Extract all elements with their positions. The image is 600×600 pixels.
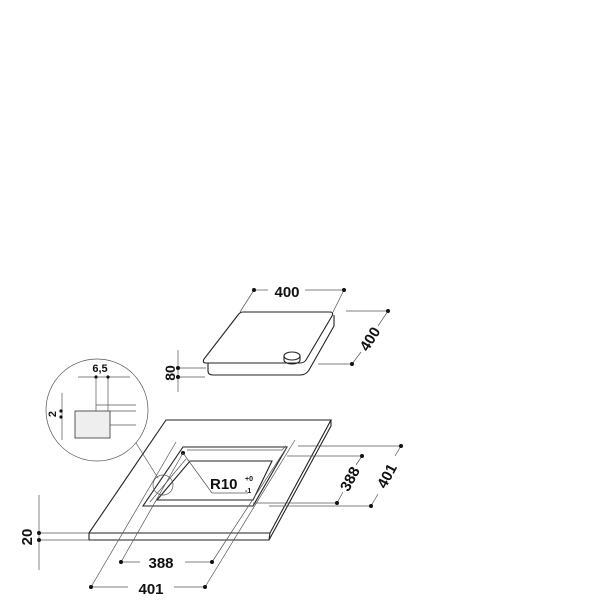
hob-top-surface xyxy=(202,311,334,364)
radius-tolerance-upper: +0 xyxy=(245,476,253,483)
hob xyxy=(202,311,335,376)
worktop-thickness-label: 20 xyxy=(19,529,36,546)
knob-icon xyxy=(283,351,301,361)
detail-offset-label: 6,5 xyxy=(92,363,107,375)
hob-body xyxy=(207,315,335,376)
radius-label: R10 xyxy=(210,476,238,493)
hob-depth-label: 400 xyxy=(357,324,385,354)
cutout-inner-width-label: 388 xyxy=(148,555,173,572)
detail-view: 6,5 2 xyxy=(45,358,159,479)
hob-width-dimension: 400 xyxy=(239,284,346,313)
hob-height-label: 80 xyxy=(162,365,178,381)
cutout-inner-width-dimension: 388 xyxy=(119,446,288,572)
detail-step-label: 2 xyxy=(47,411,59,417)
cutout-outer-depth-label: 401 xyxy=(374,461,401,491)
hob-height-dimension: 80 xyxy=(162,350,206,392)
detail-marker-circle xyxy=(152,474,174,496)
radius-tolerance-lower: -1 xyxy=(245,488,251,495)
cutout-inner xyxy=(155,460,273,501)
cutout-inner-depth-label: 388 xyxy=(337,464,364,494)
cutout-outer xyxy=(141,446,288,507)
worktop: R10 +0 -1 xyxy=(87,419,332,541)
worktop-thickness-dimension: 20 xyxy=(19,495,89,570)
hob-depth-dimension: 400 xyxy=(318,309,390,366)
worktop-section xyxy=(74,410,111,439)
cutout-outer-width-dimension: 401 xyxy=(89,439,296,598)
hob-width-label: 400 xyxy=(274,284,299,301)
cutout-outer-width-label: 401 xyxy=(138,581,163,598)
